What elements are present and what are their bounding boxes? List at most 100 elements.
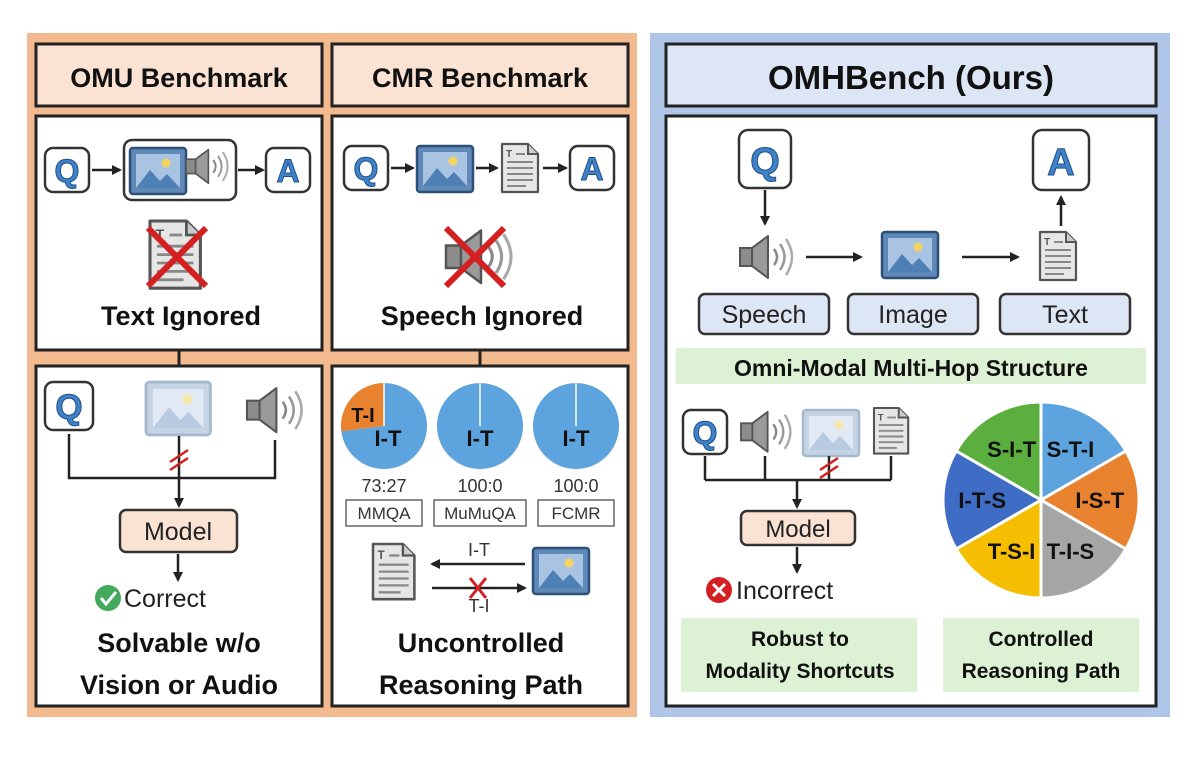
pie-slice-label: S-I-T (987, 437, 1036, 462)
robust-label-bg (681, 618, 917, 692)
speech-label-box: Speech (697, 292, 831, 336)
dataset-ratio: 100:0 (457, 476, 502, 496)
omu-model-box: Model (118, 508, 239, 554)
svg-text:Image: Image (878, 301, 947, 329)
reasoning-path-pie: S-I-T S-T-I I-S-T T-I-S T-S-I I-T-S (941, 400, 1141, 600)
omu-header: OMU Benchmark (70, 63, 289, 93)
svg-text:Model: Model (144, 518, 212, 546)
it-slice-label: I-T (467, 426, 494, 451)
omh-bottom-doc-icon (872, 406, 910, 455)
svg-text:Text: Text (1042, 301, 1088, 329)
dataset-ratio: 73:27 (361, 476, 406, 496)
cmr-caption-bottom-line1: Uncontrolled (398, 628, 565, 658)
pie-slice-t-i-s (1039, 497, 1128, 600)
pie-slice-s-t-i (1039, 400, 1128, 503)
svg-text:Q: Q (354, 151, 379, 187)
it-slice-label: I-T (563, 426, 590, 451)
cmr-path-image-icon (531, 546, 591, 596)
cmr-header: CMR Benchmark (372, 63, 589, 93)
omu-a-icon: A (264, 146, 312, 194)
controlled-label-bg (943, 618, 1139, 692)
omh-cut-mark (819, 456, 839, 480)
omu-image-icon (128, 146, 188, 196)
robust-label-line2: Modality Shortcuts (705, 660, 894, 683)
dataset-ratio: 100:0 (553, 476, 598, 496)
omu-bottom-q-icon: Q (43, 380, 95, 432)
omh-image-icon (880, 230, 940, 280)
ti-slice (341, 383, 384, 432)
omh-doc-icon (1038, 230, 1078, 282)
omh-bottom-q-icon: Q (681, 408, 729, 456)
cmr-a-icon: A (568, 144, 616, 192)
cmr-path-doc-icon (371, 542, 416, 601)
dataset-name-box (537, 499, 615, 527)
cmr-path-diagram: I-T T-I (371, 540, 591, 616)
svg-text:A: A (276, 153, 299, 189)
pie-slice-label: S-T-I (1047, 437, 1095, 462)
omh-model-box: Model (739, 509, 857, 547)
omh-result-label: Incorrect (736, 577, 833, 605)
controlled-label-line1: Controlled (989, 628, 1094, 651)
cmr-pie-charts: T-II-T73:27MMQAI-T100:0MuMuQAI-T100:0FCM… (341, 383, 619, 527)
cmr-arrow-bottom-label: T-I (469, 596, 490, 616)
omu-ignored-x-icon (145, 225, 209, 289)
svg-text:Speech: Speech (722, 301, 807, 329)
cmr-arrow-x-icon (468, 577, 488, 599)
text-label-box: Text (998, 292, 1132, 336)
cmr-q-icon: Q (342, 144, 390, 192)
pie-slice-s-i-t (954, 400, 1043, 503)
pie-slice-label: I-S-T (1075, 488, 1124, 513)
svg-text:Q: Q (55, 153, 80, 189)
svg-text:Model: Model (765, 516, 830, 543)
pie-slice-i-s-t (1038, 448, 1141, 552)
structure-label: Omni-Modal Multi-Hop Structure (734, 355, 1088, 381)
pie-slice-label: I-T-S (958, 488, 1006, 513)
omu-caption-top: Text Ignored (101, 301, 261, 331)
x-circle-icon (706, 577, 732, 603)
omh-header-box (664, 42, 1158, 108)
dataset-name: FCMR (551, 504, 600, 523)
dataset-name: MuMuQA (444, 504, 516, 523)
svg-text:Q: Q (55, 388, 82, 427)
dataset-name: MMQA (358, 504, 412, 523)
dataset-name-box (433, 499, 527, 527)
cmr-doc-icon (500, 142, 540, 194)
omu-cut-mark (169, 448, 189, 472)
cmr-caption-bottom-line2: Reasoning Path (379, 670, 583, 700)
image-label-box: Image (846, 292, 980, 336)
controlled-label-line2: Reasoning Path (962, 660, 1121, 683)
svg-text:A: A (1047, 142, 1074, 184)
omu-result-label: Correct (124, 585, 206, 613)
cmr-arrow-top-label: I-T (468, 540, 490, 560)
pie-slice-label: T-I-S (1047, 539, 1095, 564)
cmr-ignored-x-icon (443, 225, 507, 289)
omu-faded-image-icon (144, 380, 212, 437)
omh-merge-lines (703, 456, 893, 509)
svg-text:Q: Q (750, 141, 780, 183)
pie-slice-i-t-s (941, 448, 1044, 552)
structure-label-bg (676, 348, 1146, 384)
ti-slice-label: T-I (351, 405, 374, 427)
cmr-header-box (330, 42, 630, 108)
pie-slice-label: T-S-I (988, 539, 1036, 564)
cmr-caption-top: Speech Ignored (381, 301, 584, 331)
omh-a-icon: A (1031, 128, 1091, 192)
pie-slice-t-s-i (954, 497, 1043, 600)
svg-text:A: A (580, 151, 603, 187)
robust-label-line1: Robust to (751, 628, 849, 651)
omh-header: OMHBench (Ours) (768, 59, 1054, 96)
svg-text:Q: Q (693, 415, 718, 451)
omu-q-icon: Q (43, 146, 91, 194)
omu-caption-bottom-line1: Solvable w/o (97, 628, 261, 658)
omh-faded-image-icon (801, 408, 861, 458)
omu-header-box (34, 42, 324, 108)
dataset-name-box (345, 499, 423, 527)
omu-caption-bottom-line2: Vision or Audio (80, 670, 278, 700)
check-icon (95, 585, 121, 611)
cmr-image-icon (415, 144, 475, 194)
